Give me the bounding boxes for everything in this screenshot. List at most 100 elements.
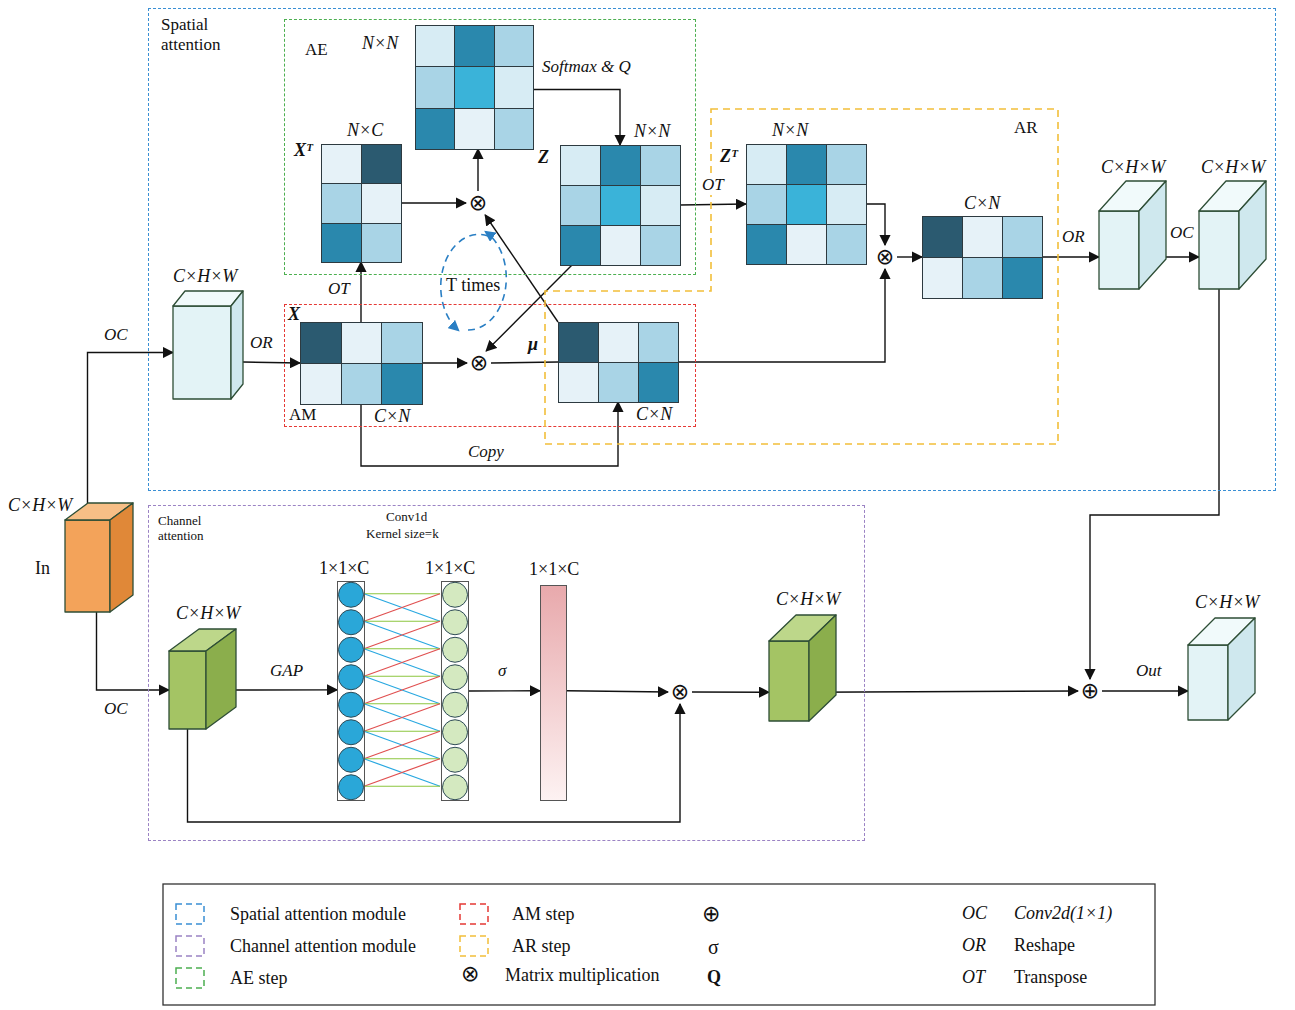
region-title: Channel attention (158, 514, 228, 544)
operator-symbol: ⊗ (470, 351, 488, 375)
legend-label: Conv2d(1×1) (1014, 904, 1112, 924)
neuron (443, 747, 468, 772)
connector (485, 215, 558, 322)
matrix-cell (746, 224, 787, 265)
neuron (339, 637, 364, 662)
matrix-cell (598, 362, 639, 403)
neuron (443, 582, 468, 607)
matrix-cell (560, 145, 601, 186)
matrix-cell (381, 363, 423, 405)
region-title: AM (289, 405, 316, 425)
cube-shape (1199, 181, 1268, 291)
matrix: C×N (922, 216, 1042, 298)
legend-text: AR step (512, 937, 571, 957)
operator-symbol: ⊗ (876, 245, 894, 269)
dimension-label: N×N (772, 120, 808, 141)
conv-link (364, 676, 440, 704)
legend-sample (176, 904, 204, 924)
edge-label: Copy (466, 443, 506, 462)
output-tensor: C×H×W (1188, 645, 1228, 720)
neuron (443, 637, 468, 662)
edge-label: OR (1060, 228, 1087, 247)
connector (469, 690, 540, 692)
conv-link (364, 731, 440, 759)
edge-label: Softmax & Q (540, 58, 633, 77)
connector (188, 704, 681, 822)
region-title: Spatial attention (161, 15, 251, 54)
step-box: ARμC×NZᵀN×NC×N⊗ (544, 108, 1059, 445)
dimension-label: N×C (347, 120, 383, 141)
neuron (339, 775, 364, 800)
matrix-cell (640, 225, 681, 266)
cube-face (1188, 645, 1228, 720)
cube-shape (173, 291, 245, 401)
matrix-cell (341, 363, 383, 405)
region-title: AR (1014, 118, 1038, 138)
conv-connections (364, 594, 440, 787)
conv-link (364, 758, 440, 759)
input-tensor: C×H×WIn (65, 520, 110, 612)
conv-link (364, 731, 440, 759)
matrix-cell (558, 362, 599, 403)
dimension-label: C×H×W (173, 266, 237, 287)
dimension-label: μ (528, 334, 538, 355)
matrix-cell (321, 223, 362, 263)
conv-link (364, 648, 440, 649)
dimension-label: C×H×W (8, 495, 72, 516)
legend-sample (176, 936, 204, 956)
dimension-label: N×N (634, 121, 670, 142)
matrix-cell (786, 144, 827, 185)
legend-label: Q (707, 968, 721, 988)
edge-label: Out (1134, 662, 1164, 681)
neuron (443, 665, 468, 690)
conv-link (364, 593, 440, 594)
connector (1102, 690, 1188, 691)
cube-face (1228, 618, 1255, 720)
legend-sample (460, 936, 488, 956)
column-frame (338, 582, 365, 801)
legend-sample (460, 904, 488, 924)
connector (692, 691, 769, 693)
matrix-cell (415, 108, 455, 150)
connector (897, 256, 922, 257)
edge-label: OR (248, 334, 275, 353)
connector (477, 149, 478, 191)
connector (1042, 256, 1099, 257)
cube-face (110, 503, 133, 612)
cube-shape (1188, 618, 1257, 722)
dimension-label: In (35, 558, 50, 579)
neuron-column (337, 581, 365, 801)
matrix-cell (962, 257, 1003, 299)
conv-link (364, 704, 440, 732)
dimension-label: C×H×W (1101, 157, 1165, 178)
dimension-label: 1×1×C (529, 559, 579, 580)
annotation: Kernel size=k (366, 527, 439, 541)
conv-link (364, 621, 440, 622)
matrix-cell (962, 216, 1003, 258)
legend-text: AE step (230, 969, 288, 989)
dimension-label: C×H×W (1201, 157, 1265, 178)
cube-face (1199, 211, 1239, 289)
dimension-label: C×N (636, 404, 672, 425)
matrix-cell (638, 362, 679, 403)
conv-link (364, 621, 440, 649)
conv-link (364, 786, 440, 787)
legend-label: σ (708, 936, 719, 958)
connector (491, 362, 558, 363)
neuron (339, 582, 364, 607)
cube-shape (169, 629, 238, 731)
cube-shape (1099, 181, 1168, 291)
matrix-cell (341, 322, 383, 364)
conv-link (364, 676, 440, 704)
dashed-outline (545, 109, 1058, 444)
conv-link (364, 731, 440, 732)
matrix-cell (454, 108, 494, 150)
edge-label: σ (496, 662, 508, 681)
conv-link (364, 649, 440, 677)
matrix-cell (361, 223, 402, 263)
matrix-cell (361, 144, 402, 184)
matrix-cell (922, 216, 963, 258)
column-frame (442, 582, 469, 801)
neuron-column (441, 581, 469, 801)
connector (97, 612, 170, 690)
